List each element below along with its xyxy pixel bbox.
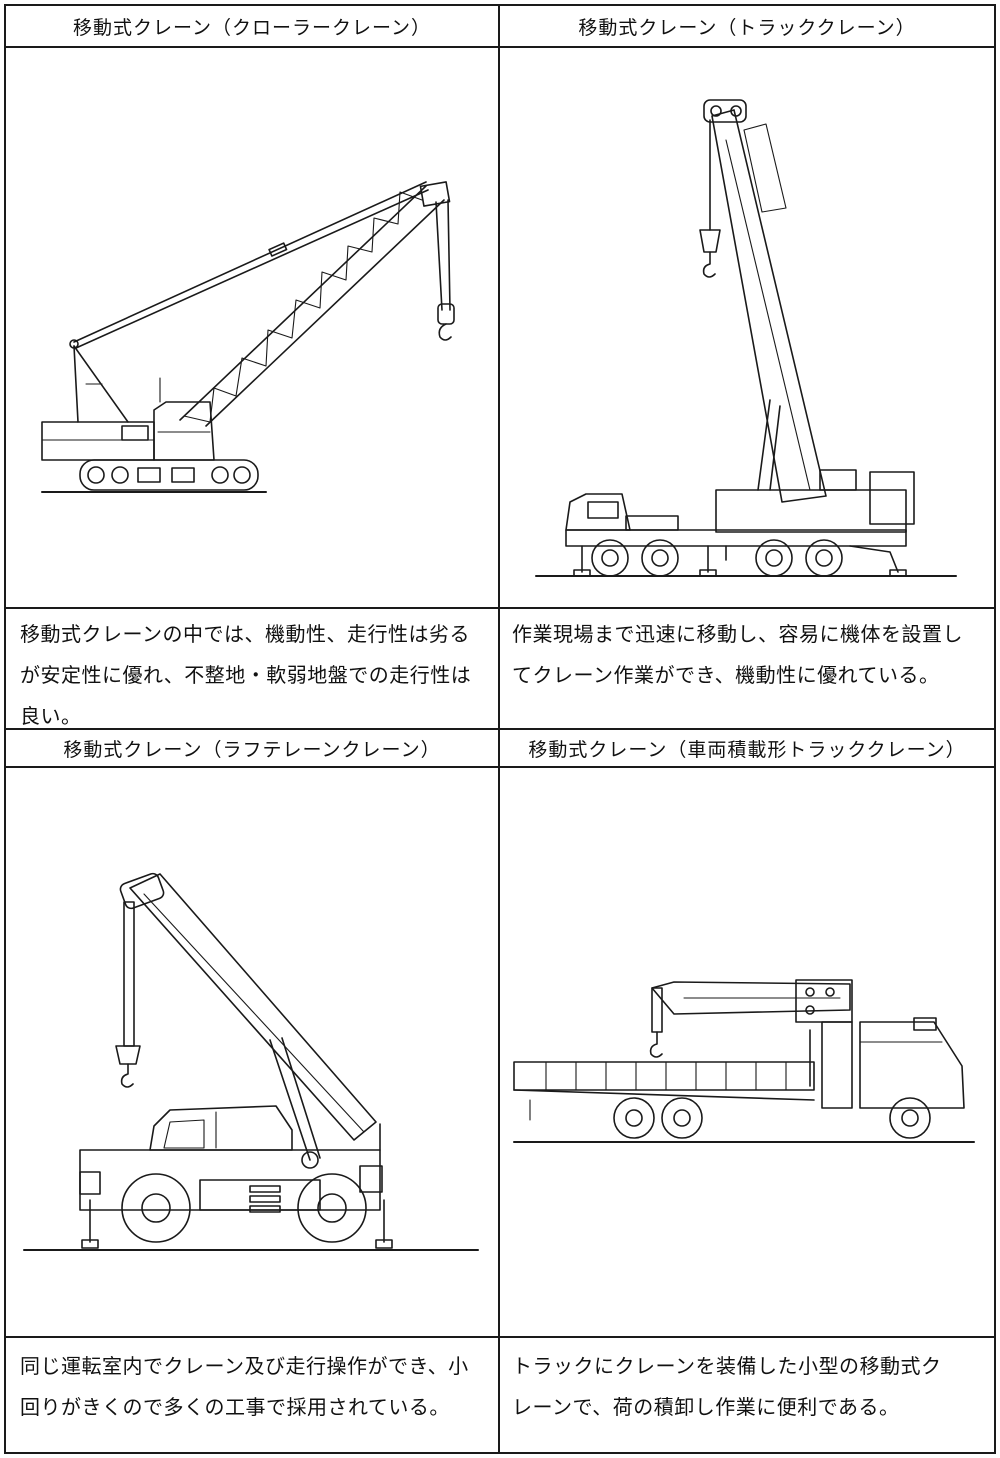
rough-terrain-crane-illustration <box>23 872 479 1251</box>
grid-line-row2-title <box>4 766 996 768</box>
grid-line-row1-desc <box>4 607 996 609</box>
grid-line-top <box>4 4 996 6</box>
grid-line-row1-title <box>4 46 996 48</box>
cell-title-truck-crane: 移動式クレーン（トラッククレーン） <box>578 16 916 39</box>
desc-line: てクレーン作業ができ、機動性に優れている。 <box>512 663 940 687</box>
desc-line: 移動式クレーンの中では、機動性、走行性は劣る <box>20 622 470 646</box>
desc-line: 回りがきくので多くの工事で採用されている。 <box>20 1395 450 1419</box>
grid-line-bottom <box>4 1452 996 1454</box>
cell-desc-crawler-crane: 移動式クレーンの中では、機動性、走行性は劣る が安定性に優れ、不整地・軟弱地盤で… <box>20 614 490 737</box>
truck-crane-illustration <box>535 99 957 577</box>
desc-line: 同じ運転室内でクレーン及び走行操作ができ、小 <box>20 1354 469 1378</box>
crawler-crane-illustration <box>41 181 455 493</box>
grid-line-middle <box>4 728 996 730</box>
cell-desc-truck-crane: 作業現場まで迅速に移動し、容易に機体を設置し てクレーン作業ができ、機動性に優れ… <box>512 614 988 696</box>
desc-line: 良い。 <box>20 704 82 728</box>
grid-line-left <box>4 4 6 1454</box>
cell-title-crawler-crane: 移動式クレーン（クローラークレーン） <box>72 16 432 39</box>
cell-desc-rough-terrain-crane: 同じ運転室内でクレーン及び走行操作ができ、小 回りがきくので多くの工事で採用され… <box>20 1346 490 1428</box>
desc-line: 作業現場まで迅速に移動し、容易に機体を設置し <box>512 622 963 646</box>
cell-title-rough-terrain-crane: 移動式クレーン（ラフテレーンクレーン） <box>63 738 441 761</box>
cell-desc-truck-loader-crane: トラックにクレーンを装備した小型の移動式ク レーンで、荷の積卸し作業に便利である… <box>512 1346 988 1428</box>
desc-line: トラックにクレーンを装備した小型の移動式ク <box>512 1354 942 1378</box>
cell-title-truck-loader-crane: 移動式クレーン（車両積載形トラッククレーン） <box>528 738 966 761</box>
desc-line: レーンで、荷の積卸し作業に便利である。 <box>512 1395 900 1419</box>
grid-line-center <box>498 4 500 1454</box>
truck-loader-crane-illustration <box>513 979 975 1143</box>
desc-line: が安定性に優れ、不整地・軟弱地盤での走行性は <box>20 663 472 687</box>
grid-line-right <box>994 4 996 1454</box>
grid-line-row2-desc <box>4 1336 996 1338</box>
